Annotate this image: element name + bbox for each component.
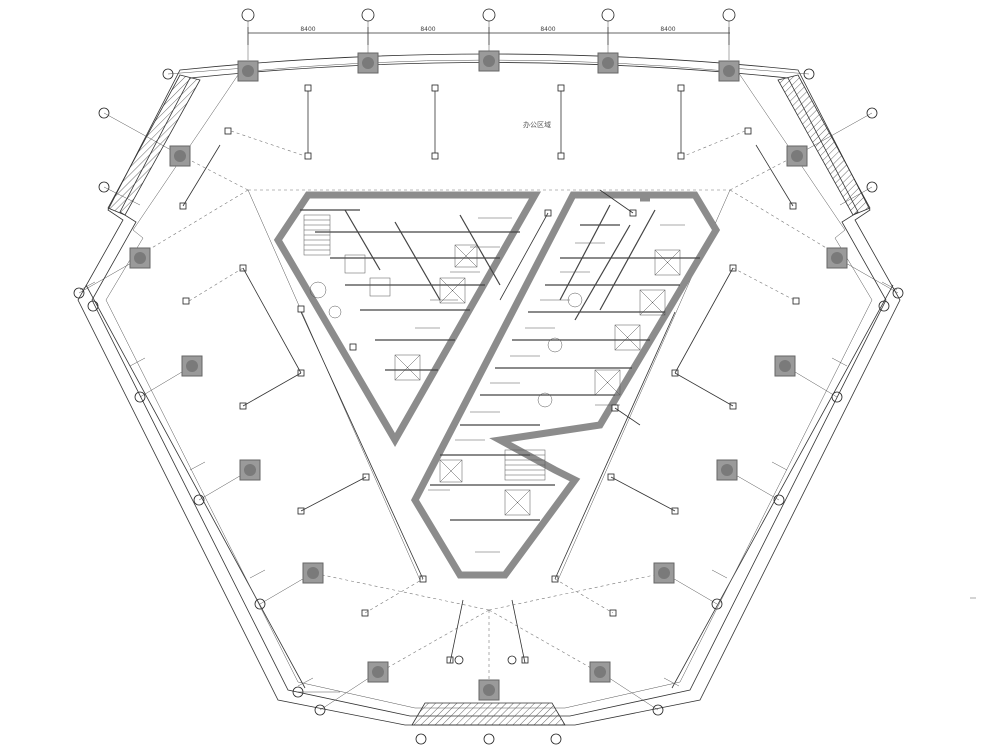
area-label: 办公区域: [523, 120, 551, 129]
device-marker: [431, 84, 439, 92]
device-marker: [507, 655, 517, 665]
device-marker: [454, 655, 464, 665]
core-walls: [273, 191, 721, 579]
axis-bubble: [550, 733, 562, 745]
hatch-zone-right: [777, 74, 871, 216]
dimension-label: 8400: [420, 26, 435, 33]
axis-bubble: [722, 8, 736, 22]
axis-bubble: [415, 733, 427, 745]
device-marker: [744, 127, 752, 135]
axis-bubble: [483, 733, 495, 745]
core-rooms-right: [430, 204, 700, 521]
dimension-label: 8400: [300, 26, 315, 33]
device-marker: [182, 297, 190, 305]
device-marker: [304, 152, 312, 160]
axis-bubble: [601, 8, 615, 22]
axis-leader-lines: [78, 67, 899, 711]
hatch-zone-left: [107, 74, 201, 216]
structural-columns: [129, 50, 848, 701]
core-room-label-marks: [415, 217, 685, 553]
device-marker: [431, 152, 439, 160]
core-rooms-left: [300, 209, 520, 381]
hatch-zone-bottom: [411, 702, 566, 726]
radial-construction-lines: [139, 154, 839, 690]
device-marker: [349, 343, 357, 351]
dimension-label: 8400: [660, 26, 675, 33]
device-marker: [677, 152, 685, 160]
device-marker: [297, 305, 305, 313]
top-dimension-line: 8400 8400 8400 8400: [247, 17, 730, 60]
axis-bubble: [878, 300, 890, 312]
side-dimension-lines: [79, 281, 898, 689]
device-marker: [557, 152, 565, 160]
dimension-label: 8400: [540, 26, 555, 33]
grid-axis-bubbles: [73, 8, 904, 745]
device-marker: [224, 127, 232, 135]
device-marker: [304, 84, 312, 92]
axis-bubble: [87, 300, 99, 312]
device-marker: [557, 84, 565, 92]
hatched-zones: [107, 74, 871, 726]
circuit-lines: [182, 91, 797, 664]
axis-bubble: [241, 8, 255, 22]
axis-bubble: [361, 8, 375, 22]
device-marker: [677, 84, 685, 92]
device-marker: [792, 297, 800, 305]
axis-bubble: [482, 8, 496, 22]
